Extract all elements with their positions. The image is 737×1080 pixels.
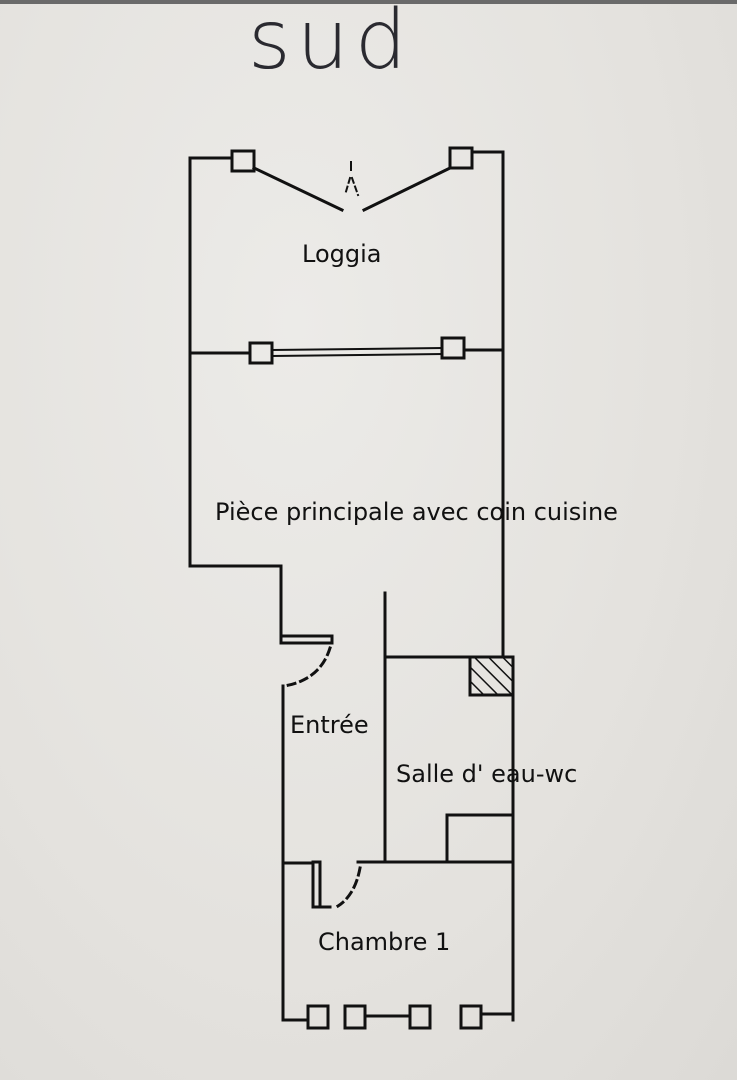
room-label-salle-eau: Salle d' eau-wc	[396, 760, 578, 788]
room-label-entree: Entrée	[290, 711, 369, 739]
room-label-loggia: Loggia	[302, 240, 382, 268]
duct-hatch	[468, 655, 515, 697]
chambre-door	[311, 860, 362, 909]
loggia-sliding-door	[188, 336, 505, 365]
room-label-piece-principale: Pièce principale avec coin cuisine	[215, 498, 618, 526]
top-edge	[0, 0, 737, 4]
orientation-label: sud	[248, 0, 413, 88]
room-label-chambre-1: Chambre 1	[318, 928, 451, 956]
entry-door	[279, 634, 334, 688]
loggia-window	[188, 146, 505, 213]
chambre-window	[281, 1004, 515, 1030]
